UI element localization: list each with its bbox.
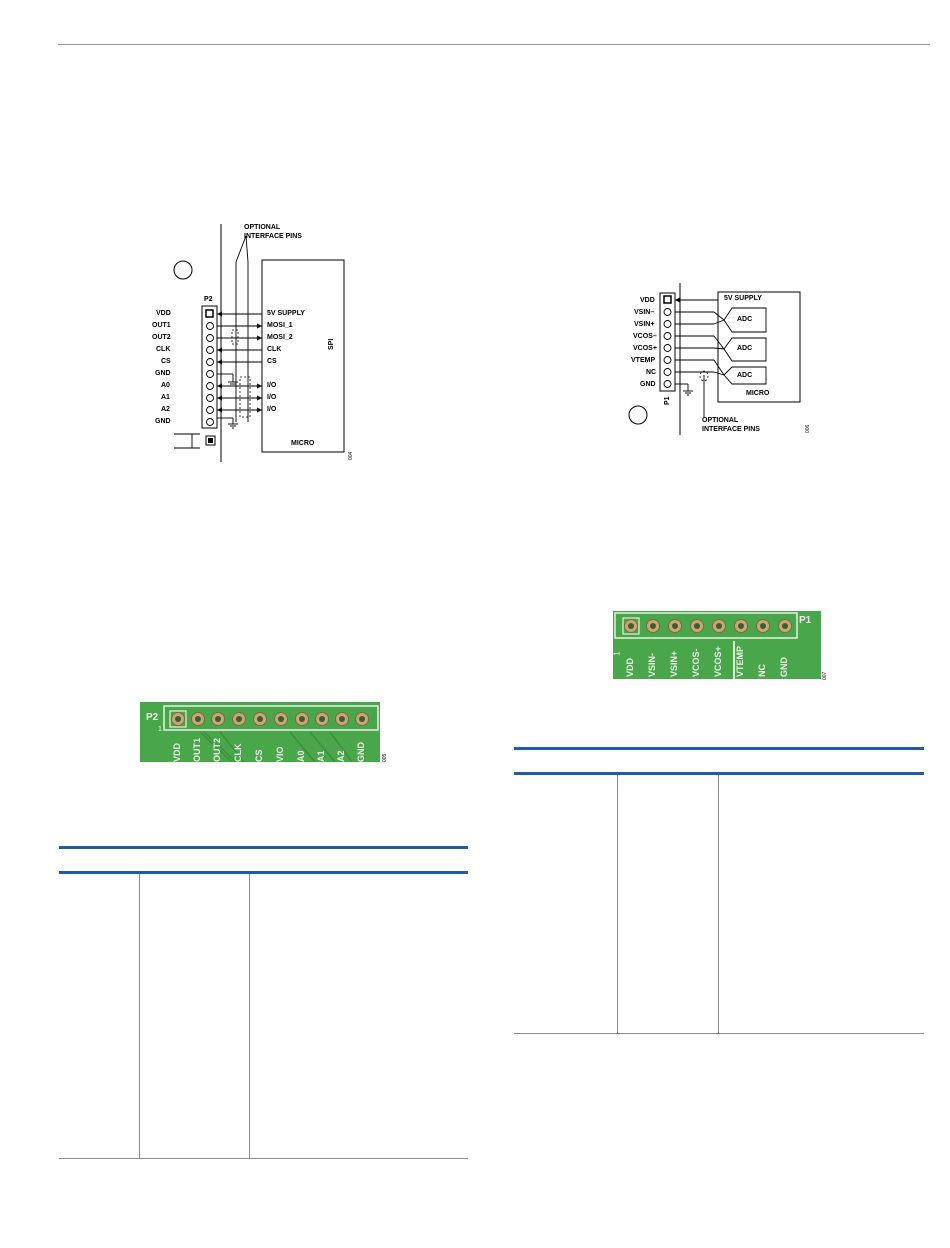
- column-divider: [617, 775, 618, 1033]
- table-bottom-rule: [59, 1158, 468, 1159]
- pin-label: CLK: [156, 346, 171, 353]
- pin-label: GND: [155, 418, 171, 425]
- table-header-rule: [514, 772, 924, 775]
- p2-schematic-lines: [173, 224, 345, 462]
- table-top-rule: [514, 747, 924, 750]
- pin-label: GND: [640, 381, 656, 388]
- pcb-pin-label: GND: [356, 742, 366, 762]
- pcb-pin-label: VSIN-: [647, 652, 657, 677]
- column-divider: [139, 874, 140, 1158]
- pin-label: VTEMP: [631, 357, 656, 364]
- pcb-pin-label: VCOS+: [713, 646, 723, 677]
- column-divider: [718, 775, 719, 1033]
- pcb-pin-label: VCOS-: [691, 648, 701, 677]
- pcb-pin-label: CLK: [233, 743, 243, 763]
- pin-label: OUT2: [152, 334, 171, 341]
- p1-header-photo: P1 1 VDD VSIN- VSIN+ VCOS- VCOS+ VTEMP N…: [613, 611, 821, 679]
- pcb-pin-label: GND: [779, 657, 789, 677]
- figure-number: 005: [382, 753, 388, 762]
- signal-label: 5V SUPPLY: [267, 310, 305, 317]
- column-divider: [249, 874, 250, 1158]
- pcb-pin-label: OUT1: [192, 737, 202, 762]
- adc-label: ADC: [737, 372, 753, 379]
- signal-label: CLK: [267, 346, 282, 353]
- p2-photo-art: [163, 705, 379, 762]
- micro-label: MICRO: [291, 440, 315, 447]
- pin-label: VCOS–: [633, 333, 657, 340]
- pin-label: VSIN+: [634, 321, 655, 328]
- pcb-pin-label: OUT2: [212, 737, 222, 762]
- signal-label: I/O: [267, 406, 277, 413]
- figure-p2-schematic: OPTIONAL INTERFACE PINS P2 VDD OUT1 OUT2…: [140, 222, 360, 462]
- connector-label: P1: [799, 615, 812, 626]
- pin-label: VDD: [156, 310, 171, 317]
- pcb-pin-label: VDD: [172, 742, 182, 762]
- table-bottom-rule: [514, 1033, 924, 1034]
- pin-label: OUT1: [152, 322, 171, 329]
- pin-label: CS: [161, 358, 171, 365]
- pin-label: VDD: [640, 297, 655, 304]
- pcb-pin-label: A0: [296, 750, 306, 762]
- optional-pins-label-2: INTERFACE PINS: [702, 426, 760, 433]
- pcb-pin-label: VTEMP: [735, 645, 745, 677]
- pcb-pin-label: CS: [254, 749, 264, 762]
- signal-label: MOSI_2: [267, 334, 293, 341]
- pcb-pin-label: VSIN+: [669, 650, 679, 677]
- table-top-rule: [59, 846, 468, 849]
- optional-pins-label-2: INTERFACE PINS: [244, 233, 302, 240]
- pcb-pin-label: VDD: [625, 657, 635, 677]
- optional-pins-label: OPTIONAL: [702, 417, 739, 424]
- figure-number: 007: [822, 671, 828, 680]
- p1-schematic-lines: [628, 283, 801, 435]
- optional-pins-label: OPTIONAL: [244, 224, 281, 231]
- supply-label: 5V SUPPLY: [724, 295, 762, 302]
- table-right: [514, 747, 924, 1034]
- pin1-marker: 1: [158, 726, 162, 733]
- pcb-pin-label: VIO: [275, 746, 285, 762]
- p2-header-photo: P2 1 VDD OUT1 OUT2 CLK CS VIO A0 A1 A2 G…: [140, 702, 380, 762]
- pin-label: A1: [161, 394, 170, 401]
- connector-label: P2: [204, 296, 213, 303]
- micro-label: MICRO: [746, 390, 770, 397]
- p1-photo-art: [614, 612, 798, 679]
- header-rule: [58, 44, 930, 45]
- pcb-pin-label: A2: [336, 750, 346, 762]
- signal-label: I/O: [267, 394, 277, 401]
- signal-label: MOSI_1: [267, 322, 293, 329]
- pin-label: NC: [646, 369, 657, 376]
- pin1-marker: 1: [613, 651, 622, 656]
- figure-p1-schematic: VDD VSIN– VSIN+ VCOS– VCOS+ VTEMP NC GND…: [600, 283, 820, 435]
- pcb-pin-label: A1: [316, 750, 326, 762]
- figure-number: 006: [805, 424, 811, 433]
- pin-label: VSIN–: [634, 309, 655, 316]
- figure-number: 004: [348, 451, 354, 460]
- table-header-rule: [59, 871, 468, 874]
- pcb-pin-label: NC: [757, 664, 767, 677]
- pin-label: A0: [161, 382, 170, 389]
- connector-label: P1: [664, 396, 671, 405]
- pin-label: GND: [155, 370, 171, 377]
- pin-label: VCOS+: [633, 345, 657, 352]
- adc-label: ADC: [737, 345, 753, 352]
- signal-label: CS: [267, 358, 277, 365]
- table-left: [59, 846, 468, 1159]
- adc-label: ADC: [737, 316, 753, 323]
- pin-label: A2: [161, 406, 170, 413]
- connector-label: P2: [146, 712, 159, 723]
- signal-label: I/O: [267, 382, 277, 389]
- spi-label: SPI: [328, 338, 335, 350]
